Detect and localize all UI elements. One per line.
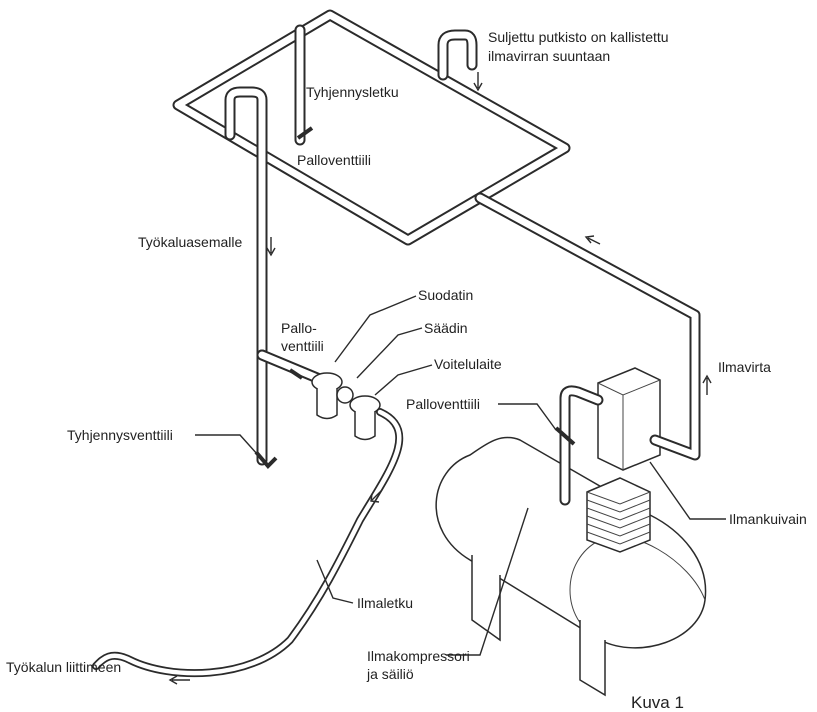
label-drain-valve: Tyhjennysventtiili xyxy=(67,427,173,443)
label-lubricator: Voitelulaite xyxy=(434,356,502,372)
label-closed-loop: Suljettu putkisto on kallistettu xyxy=(488,29,669,45)
label-ball-valve-mid-1: Pallo- xyxy=(281,320,317,336)
label-regulator: Säädin xyxy=(424,320,468,336)
label-tool-coupling: Työkalun liittimeen xyxy=(6,659,122,675)
label-dryer: Ilmankuivain xyxy=(729,511,807,527)
label-ball-valve-top: Palloventtiili xyxy=(297,152,371,168)
label-to-tool-station: Työkaluasemalle xyxy=(138,234,243,250)
label-closed-loop-2: ilmavirran suuntaan xyxy=(488,48,611,64)
frl-unit xyxy=(311,372,381,441)
label-filter: Suodatin xyxy=(418,287,474,303)
compressor-tank xyxy=(435,436,707,697)
label-airflow: Ilmavirta xyxy=(718,359,771,375)
air-hose xyxy=(92,408,404,678)
label-drain-hose: Tyhjennysletku xyxy=(306,84,399,100)
compressor-head xyxy=(586,477,651,553)
label-air-hose: Ilmaletku xyxy=(357,595,414,611)
flow-arrows xyxy=(168,72,712,685)
air-dryer xyxy=(597,367,661,471)
figure-caption: Kuva 1 xyxy=(631,693,684,712)
label-compressor-1: Ilmakompressori xyxy=(367,648,470,664)
label-compressor-2: ja säiliö xyxy=(367,666,414,682)
label-ball-valve-right: Palloventtiili xyxy=(406,396,480,412)
pipe-loop xyxy=(172,9,701,506)
valve-marks xyxy=(254,126,576,469)
label-ball-valve-mid-2: venttiili xyxy=(281,338,324,354)
leader-lines xyxy=(195,295,726,656)
